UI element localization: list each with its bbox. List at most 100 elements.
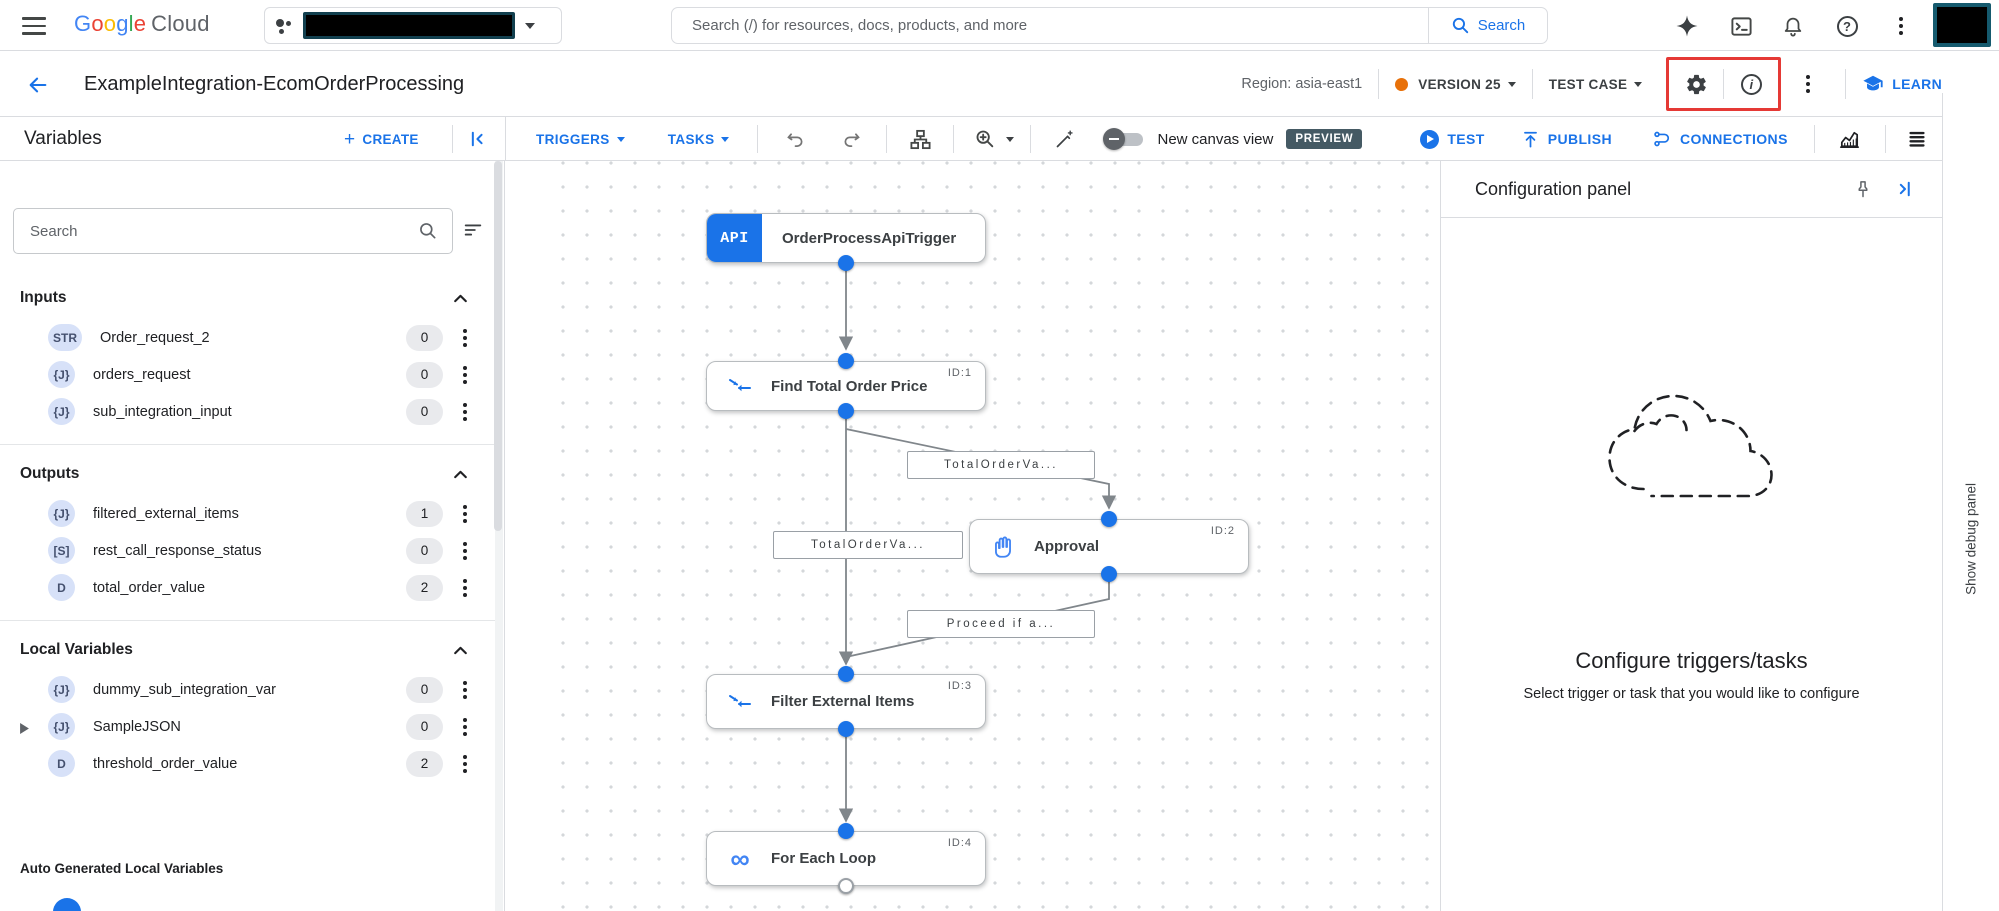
connections-button[interactable]: CONNECTIONS xyxy=(1652,129,1788,149)
zoom-dropdown-caret[interactable] xyxy=(1006,136,1015,142)
variable-usage-count: 0 xyxy=(406,324,443,351)
variables-search-input[interactable] xyxy=(14,222,418,240)
collapse-panel-right-icon[interactable] xyxy=(1884,169,1926,209)
connector-dot[interactable] xyxy=(838,721,854,737)
connector-dot[interactable] xyxy=(838,666,854,682)
tasks-dropdown[interactable]: TASKS xyxy=(668,132,730,147)
metrics-chart-icon[interactable] xyxy=(1831,120,1869,158)
node-order-process-api-trigger[interactable]: API OrderProcessApiTrigger xyxy=(706,213,986,263)
test-button[interactable]: TEST xyxy=(1420,129,1484,149)
variables-search-box xyxy=(13,208,453,254)
connector-dot[interactable] xyxy=(838,255,854,271)
variable-row[interactable]: D total_order_value 2 xyxy=(0,569,497,606)
search-button[interactable]: Search xyxy=(1428,7,1548,44)
row-more-options-icon[interactable] xyxy=(459,399,471,425)
row-more-options-icon[interactable] xyxy=(459,501,471,527)
header-more-options-icon[interactable] xyxy=(1787,64,1829,104)
project-selector[interactable] xyxy=(264,7,562,44)
highlighted-settings-group: i xyxy=(1666,57,1782,111)
variable-row[interactable]: {J} orders_request 0 xyxy=(0,356,497,393)
logs-list-icon[interactable] xyxy=(1898,120,1936,158)
new-canvas-view-toggle[interactable] xyxy=(1103,127,1145,151)
node-find-total-order-price[interactable]: ID:1 Find Total Order Price xyxy=(706,361,986,411)
data-mapping-icon xyxy=(727,692,753,712)
variable-row[interactable]: [S] rest_call_response_status 0 xyxy=(0,532,497,569)
create-variable-button[interactable]: + CREATE xyxy=(344,128,419,150)
row-more-options-icon[interactable] xyxy=(459,677,471,703)
sidebar-scrollbar[interactable] xyxy=(494,161,503,911)
variable-row[interactable]: STR Order_request_2 0 xyxy=(0,319,497,356)
integration-canvas[interactable]: TotalOrderVa... TotalOrderVa... Proceed … xyxy=(506,161,1441,911)
connector-dot[interactable] xyxy=(838,403,854,419)
variable-row[interactable]: {J} sub_integration_input 0 xyxy=(0,393,497,430)
variable-row[interactable]: {J} SampleJSON 0 xyxy=(0,708,497,745)
sort-icon[interactable] xyxy=(462,219,484,246)
global-search-input[interactable] xyxy=(671,7,1428,44)
row-more-options-icon[interactable] xyxy=(459,714,471,740)
chevron-up-icon[interactable] xyxy=(452,290,469,307)
section-title: Local Variables xyxy=(20,641,133,658)
row-more-options-icon[interactable] xyxy=(459,538,471,564)
variable-type-badge: {J} xyxy=(48,361,75,388)
project-icon xyxy=(275,17,293,35)
connector-dot[interactable] xyxy=(1101,566,1117,582)
connector-dot[interactable] xyxy=(838,823,854,839)
edge-label[interactable]: TotalOrderVa... xyxy=(907,451,1095,479)
row-more-options-icon[interactable] xyxy=(459,325,471,351)
publish-icon xyxy=(1523,131,1537,147)
cloud-shell-icon[interactable] xyxy=(1722,8,1760,44)
help-icon[interactable]: ? xyxy=(1828,8,1866,44)
account-avatar[interactable] xyxy=(1933,3,1991,47)
auto-layout-icon[interactable] xyxy=(901,120,939,158)
connector-dot[interactable] xyxy=(838,353,854,369)
zoom-icon[interactable] xyxy=(966,120,1004,158)
back-arrow-icon[interactable] xyxy=(20,67,56,103)
loop-infinity-icon: ∞ xyxy=(730,843,750,874)
variable-name: SampleJSON xyxy=(93,718,181,735)
row-more-options-icon[interactable] xyxy=(459,362,471,388)
more-options-icon[interactable] xyxy=(1882,8,1920,44)
gemini-sparkle-icon[interactable] xyxy=(1668,8,1706,44)
expand-arrow-icon[interactable] xyxy=(20,721,29,739)
debug-panel-strip: Show debug panel xyxy=(1942,93,1999,911)
publish-button[interactable]: PUBLISH xyxy=(1521,130,1612,149)
data-mapping-icon xyxy=(727,376,753,396)
connector-dot-open[interactable] xyxy=(838,878,854,894)
auto-generated-header: Auto Generated Local Variables xyxy=(20,861,224,876)
learn-button[interactable]: LEARN xyxy=(1862,73,1942,95)
row-more-options-icon[interactable] xyxy=(459,575,471,601)
show-debug-panel-button[interactable]: Show debug panel xyxy=(1963,483,1979,595)
variable-row[interactable]: {J} filtered_external_items 1 xyxy=(0,495,497,532)
info-icon[interactable]: i xyxy=(1730,64,1772,104)
node-id: ID:2 xyxy=(1210,525,1235,537)
collapse-panel-left-icon[interactable] xyxy=(458,120,496,158)
edge-label[interactable]: Proceed if a... xyxy=(907,610,1095,638)
chevron-down-icon xyxy=(525,22,535,29)
variable-row[interactable]: {J} dummy_sub_integration_var 0 xyxy=(0,671,497,708)
edge-label[interactable]: TotalOrderVa... xyxy=(773,531,963,559)
triggers-dropdown[interactable]: TRIGGERS xyxy=(536,132,625,147)
node-id: ID:4 xyxy=(947,837,972,849)
magic-edit-icon[interactable] xyxy=(1045,120,1083,158)
api-trigger-icon: API xyxy=(707,214,762,262)
variable-row[interactable]: D threshold_order_value 2 xyxy=(0,745,497,782)
variable-name: orders_request xyxy=(93,366,191,383)
connector-dot[interactable] xyxy=(1101,511,1117,527)
undo-icon[interactable] xyxy=(776,120,814,158)
row-more-options-icon[interactable] xyxy=(459,751,471,777)
chevron-up-icon[interactable] xyxy=(452,642,469,659)
test-case-dropdown[interactable]: TEST CASE xyxy=(1549,77,1643,92)
sidebar-section: Inputs STR Order_request_2 0 {J} orders_… xyxy=(0,277,497,430)
chevron-up-icon[interactable] xyxy=(452,466,469,483)
pin-icon[interactable] xyxy=(1842,169,1884,209)
variable-usage-count: 0 xyxy=(406,676,443,703)
settings-gear-icon[interactable] xyxy=(1675,64,1717,104)
version-dropdown[interactable]: VERSION 25 xyxy=(1418,77,1516,92)
variable-usage-count: 0 xyxy=(406,398,443,425)
hamburger-menu-icon[interactable] xyxy=(22,13,58,39)
redo-icon[interactable] xyxy=(832,120,870,158)
variable-usage-count: 0 xyxy=(406,361,443,388)
notifications-bell-icon[interactable] xyxy=(1774,8,1812,44)
variable-type-badge: D xyxy=(48,750,75,777)
